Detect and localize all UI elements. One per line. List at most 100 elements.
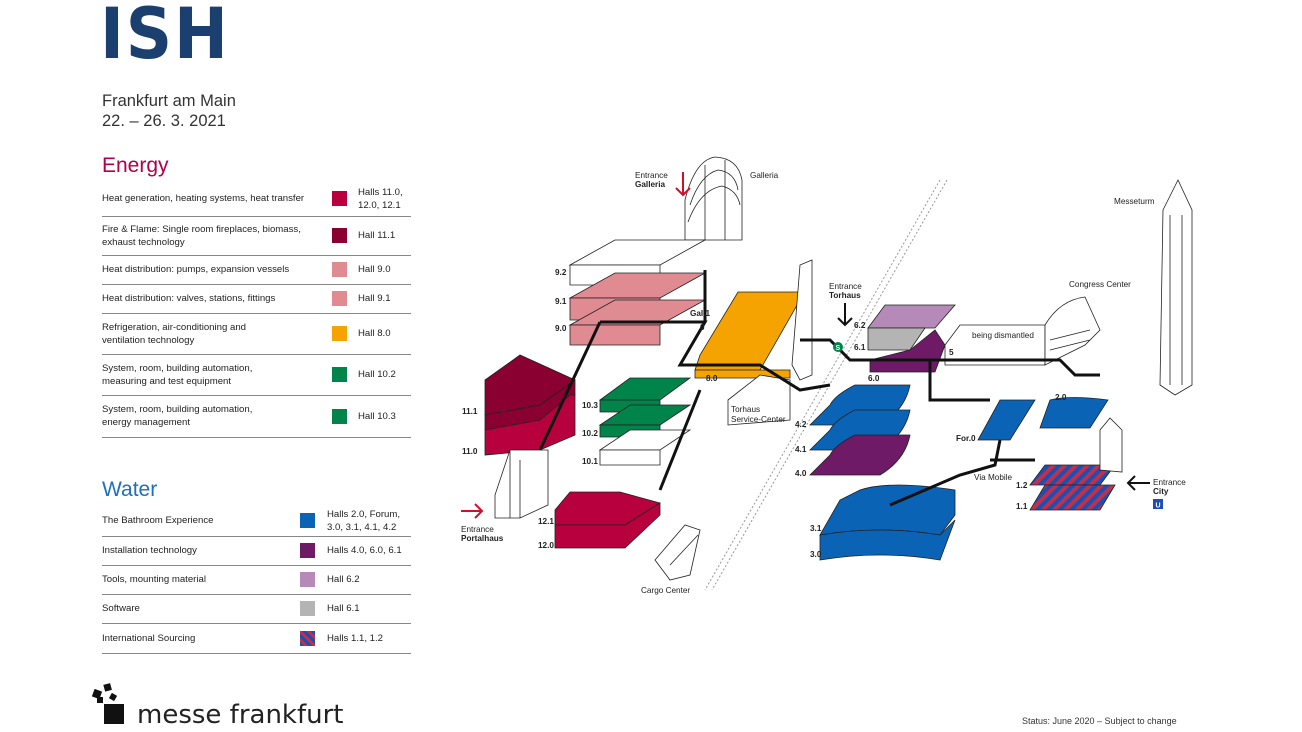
congress-center [944,296,1101,366]
water-legend-hall: Halls 1.1, 1.2 [327,632,383,644]
energy-legend-hall: Hall 9.1 [358,293,391,304]
hall-label: 11.0 [462,447,478,456]
water-title: Water [102,478,158,501]
entrance-city-label: City [1153,487,1169,496]
messeturm-building [1159,179,1193,396]
entrance-label: Entrance [461,525,494,534]
hall-label: 12.1 [538,517,554,526]
hall-label: 10.3 [582,401,598,410]
energy-legend-label: System, room, building automation, energ… [102,404,253,428]
energy-legend-row: Fire & Flame: Single room fireplaces, bi… [102,216,411,256]
water-legend-label: Software [102,603,140,614]
water-legend-label: Tools, mounting material [102,574,206,585]
hall-label: 8.0 [706,374,718,383]
torhaus-service-label-1: Torhaus [731,405,760,414]
energy-legend-hall: Hall 8.0 [358,328,391,339]
water-legend-swatch [300,543,315,558]
hall-label: 2.0 [1055,393,1067,402]
hall-label: 4.0 [795,469,807,478]
water-legend-swatch [300,513,315,528]
energy-legend-row: Heat distribution: pumps, expansion vess… [102,255,411,285]
hall-label: 3.1 [810,524,822,533]
being-dismantled-label: being dismantled [972,331,1034,340]
hall-1 [1029,417,1123,511]
water-legend-label: International Sourcing [102,632,196,644]
portalhaus-building [494,449,549,519]
water-legend-hall: Hall 6.1 [327,603,360,614]
hall-label: 1.2 [1016,481,1028,490]
entrance-galleria-arrow [675,172,691,197]
galleria-label: Galleria [750,171,779,180]
energy-legend-hall: Hall 10.2 [358,369,396,380]
water-legend-swatch [300,601,315,616]
hall-label: 6.0 [868,374,880,383]
hall-label: 6.2 [854,321,866,330]
energy-legend-row: Heat distribution: valves, stations, fit… [102,284,411,314]
energy-title: Energy [102,154,169,177]
hall-label: 1.1 [1016,502,1028,511]
messe-frankfurt-logo-icon [91,683,124,724]
energy-legend-label: Heat distribution: valves, stations, fit… [102,293,276,304]
energy-legend-label: Fire & Flame: Single room fireplaces, bi… [102,223,301,248]
s-bahn-icon [833,342,843,352]
hall-label: Gal.1 [690,309,710,318]
water-legend-row: Software Hall 6.1 [102,594,411,624]
water-legend-hall: Halls 4.0, 6.0, 6.1 [327,545,402,556]
hall-11 [484,354,576,456]
entrance-torhaus-label: Torhaus [829,291,861,300]
energy-legend-label: System, room, building automation, measu… [102,362,253,387]
hall-label: 4.2 [795,420,807,429]
walkway [538,270,1100,507]
entrance-city-arrow [1126,475,1150,491]
s-bahn-label: S [836,345,841,352]
hall-6 [867,304,956,373]
hall-label: 9.1 [555,297,567,306]
energy-legend-hall: Hall 11.1 [358,230,396,241]
hall-label: 10.2 [582,429,598,438]
torhaus-building [727,259,813,426]
hall-label: 4.1 [795,445,807,454]
hall-label: 11.1 [462,407,478,416]
messeturm-label: Messeturm [1114,197,1155,206]
energy-legend-swatch [332,191,347,206]
hall-3 [819,484,956,561]
hall-label: 6.1 [854,343,866,352]
water-legend-label: Installation technology [102,545,197,556]
entrance-label: Entrance [635,171,668,180]
dates-text: 22. – 26. 3. 2021 [102,112,226,130]
hall-label: 9.2 [555,268,567,277]
entrance-portalhaus-label: Portalhaus [461,534,504,543]
hall-9 [568,239,707,346]
entrance-galleria-label: Galleria [635,180,665,189]
hall-4 [809,384,911,476]
map-labels: Entrance Galleria Galleria Entrance Port… [461,171,1186,595]
torhaus-service-label-2: Service-Center [731,415,786,424]
hall-label: 3.0 [810,550,822,559]
city-text: Frankfurt am Main [102,92,236,110]
hall-label: 12.0 [538,541,554,550]
energy-legend-label: Heat generation, heating systems, heat t… [102,193,305,204]
congress-center-label: Congress Center [1069,280,1131,289]
energy-legend-swatch [332,262,347,277]
energy-legend-label: Heat distribution: pumps, expansion vess… [102,264,290,275]
water-legend-hall: Hall 6.2 [327,574,360,585]
hall-label: 0 [700,323,705,332]
galleria-building [684,156,743,241]
hall-12 [554,491,661,549]
via-mobile-label: Via Mobile [974,473,1013,482]
energy-legend-row: System, room, building automation, energ… [102,395,411,438]
water-legend-row: International Sourcing Halls 1.1, 1.2 [102,623,411,654]
energy-legend-row: Heat generation, heating systems, heat t… [102,181,411,217]
energy-legend-row: Refrigeration, air-conditioning and vent… [102,313,411,355]
water-legend-swatch [300,572,315,587]
water-legend-row: Installation technology Halls 4.0, 6.0, 6… [102,536,411,566]
ish-logo: ISH [100,0,230,75]
entrance-label: Entrance [829,282,862,291]
entrance-portalhaus-arrow [461,503,484,519]
energy-legend-hall: Hall 10.3 [358,410,396,422]
hall-label: For.0 [956,434,976,443]
energy-legend-swatch [332,228,347,243]
hall-label: 10.1 [582,457,598,466]
energy-legend-swatch [332,408,347,424]
